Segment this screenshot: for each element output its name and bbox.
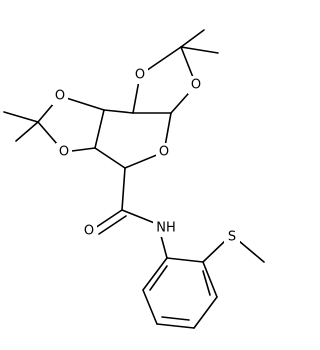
atom-label: O xyxy=(159,145,169,160)
bond xyxy=(193,296,218,329)
bond xyxy=(3,111,39,123)
bond xyxy=(94,147,126,169)
bond xyxy=(180,29,205,48)
bond xyxy=(166,257,204,263)
bond xyxy=(142,257,168,291)
bond xyxy=(94,109,105,149)
bond xyxy=(142,289,158,325)
bond xyxy=(161,316,190,321)
bond xyxy=(94,209,123,229)
bond xyxy=(121,209,158,225)
atom-o-carbonyl: O xyxy=(81,222,97,240)
atom-o-mid-left-top: O xyxy=(52,87,68,105)
atom-o-ring: O xyxy=(156,143,172,161)
atom-label: O xyxy=(55,89,65,104)
bond xyxy=(202,261,218,298)
bond xyxy=(238,240,265,263)
atom-o-top-left: O xyxy=(132,66,148,84)
bond xyxy=(121,167,126,211)
atom-label: O xyxy=(135,68,145,83)
bond xyxy=(98,215,127,235)
atom-n-amide: NH xyxy=(153,219,179,237)
bond xyxy=(149,265,168,291)
atom-o-mid-left-bottom: O xyxy=(56,143,72,161)
atom-o-top-right: O xyxy=(188,76,204,94)
atom-label: O xyxy=(84,224,94,239)
bond xyxy=(202,239,227,263)
atom-label: NH xyxy=(156,221,176,236)
atom-label: O xyxy=(191,78,201,93)
atom-label: O xyxy=(59,145,69,160)
chemical-structure-diagram: O O O O O O NH S xyxy=(3,29,265,329)
atom-label: S xyxy=(228,230,236,245)
bond xyxy=(180,46,219,54)
bond xyxy=(103,109,134,114)
atom-labels: O O O O O O NH S xyxy=(52,66,240,246)
bond xyxy=(202,270,211,296)
atom-s-thioether: S xyxy=(224,228,240,246)
bond xyxy=(156,323,195,329)
bond xyxy=(15,121,39,142)
